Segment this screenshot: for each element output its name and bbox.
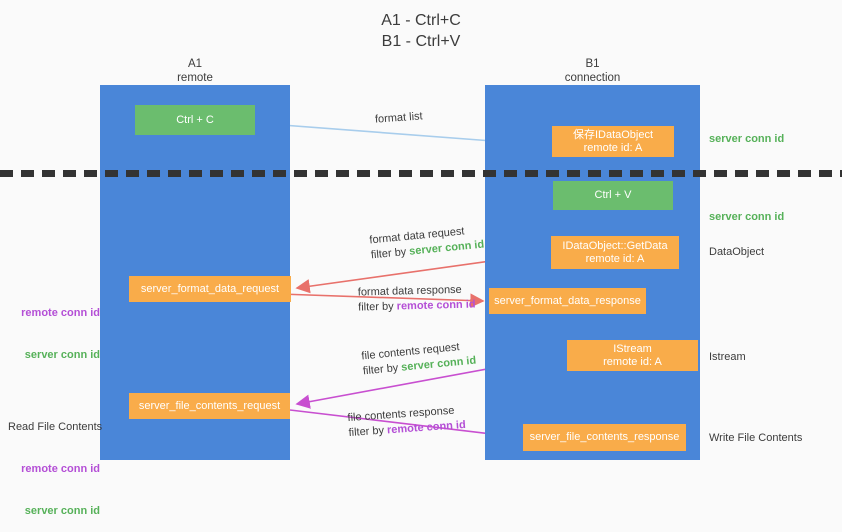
edge-label-format-data-response-filter: filter by remote conn id [358, 297, 476, 315]
arrow-format-data-response [279, 293, 485, 308]
page-title: A1 - Ctrl+C B1 - Ctrl+V [381, 12, 461, 50]
filter-prefix: filter by [370, 245, 410, 262]
node-save-idataobject[interactable]: 保存IDataObject remote id: A [552, 126, 674, 157]
edge-label-format-data-response: format data response filter by remote co… [358, 282, 476, 315]
node-idataobject-getdata[interactable]: IDataObject::GetData remote id: A [551, 236, 679, 269]
annotation-remote-conn-id: remote conn id [21, 307, 100, 319]
annotation-paste-server-conn-id: server conn id [709, 211, 785, 223]
filter-prefix: filter by [348, 424, 388, 440]
annotation-clipboard-server-conn-id: server conn id [709, 133, 785, 145]
filter-prefix: filter by [362, 361, 402, 378]
phase-divider [0, 170, 842, 177]
annotation-dataobject: DataObject [709, 246, 765, 258]
annotation-write-file-contents: Write File Contents [709, 432, 803, 444]
node-server-file-contents-response[interactable]: server_file_contents_response [523, 424, 686, 451]
node-server-format-data-request[interactable]: server_format_data_request [129, 276, 291, 302]
filter-value-remote-conn-id: remote conn id [396, 298, 476, 313]
node-ctrl-c[interactable]: Ctrl + C [135, 105, 255, 135]
annotation-remote-conn-id: remote conn id [21, 463, 100, 475]
filter-prefix: filter by [358, 300, 397, 314]
node-ctrl-v[interactable]: Ctrl + V [553, 181, 673, 210]
annotation-format-conn-ids: remote conn id server conn id [8, 278, 100, 376]
annotation-server-conn-id: server conn id [24, 505, 100, 517]
node-istream[interactable]: IStream remote id: A [567, 340, 698, 371]
node-server-format-data-response[interactable]: server_format_data_response [489, 288, 646, 314]
node-server-file-contents-request[interactable]: server_file_contents_request [129, 393, 290, 419]
annotation-read-file-contents: Read File Contents remote conn id server… [8, 392, 103, 532]
arrow-file-contents-response [289, 409, 519, 443]
annotation-istream: Istream [709, 351, 746, 363]
lane-header-b1: B1 connection [564, 58, 621, 84]
annotation-read-file-contents-heading: Read File Contents [8, 421, 103, 433]
annotation-server-conn-id: server conn id [24, 349, 100, 361]
lane-header-a1: A1 remote [177, 58, 213, 84]
